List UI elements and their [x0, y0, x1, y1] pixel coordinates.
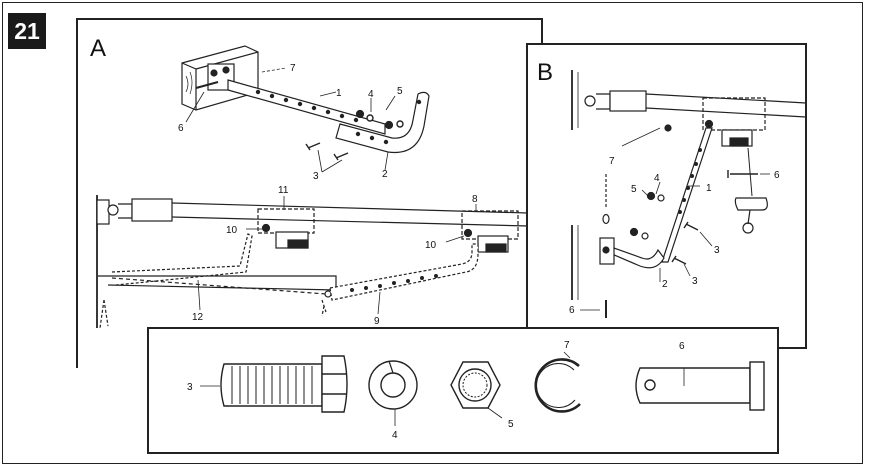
callout-b-3-lower: 3	[692, 276, 698, 287]
release-handle	[734, 197, 768, 211]
straight-arm-b	[661, 127, 713, 263]
callout-a-11: 11	[278, 185, 289, 196]
panel-a: A	[76, 18, 543, 368]
curved-door-arm	[335, 91, 430, 154]
panel-a-arm-detail	[181, 45, 430, 173]
straight-door-arm	[227, 79, 386, 135]
callout-a-8: 8	[472, 194, 478, 205]
callout-b-7: 7	[609, 156, 615, 167]
callout-a-6: 6	[178, 123, 184, 134]
callout-a-9: 9	[374, 316, 380, 327]
panel-b-callouts: 1 2 3 3 4 5 6 6 7	[569, 156, 780, 316]
callout-a-10-right: 10	[425, 240, 437, 251]
callout-part-6: 6	[679, 341, 685, 352]
clevis-pin	[635, 361, 765, 411]
callout-a-7: 7	[290, 63, 296, 74]
panel-b-frame	[526, 43, 807, 349]
panel-a-letter: A	[90, 35, 106, 62]
callout-a-4: 4	[368, 89, 374, 100]
panel-b-letter: B	[537, 59, 553, 86]
callout-b-6-upper: 6	[774, 170, 780, 181]
callout-b-6-lower: 6	[569, 305, 575, 316]
spring-housing	[131, 198, 173, 222]
callout-part-4: 4	[392, 430, 398, 441]
door-top-panel	[98, 275, 337, 291]
callout-part-5: 5	[508, 419, 514, 430]
callout-a-12: 12	[192, 312, 204, 323]
hex-bolt	[200, 355, 348, 413]
arm-12	[111, 233, 253, 286]
ring-fastener	[534, 351, 581, 413]
panel-b: B	[526, 43, 807, 349]
callout-a-3: 3	[313, 171, 319, 182]
panel-a-rail-assembly	[96, 195, 529, 329]
callout-a-10-left: 10	[226, 225, 238, 236]
callout-b-5: 5	[631, 184, 637, 195]
callout-a-2: 2	[382, 169, 388, 180]
hex-nut	[450, 361, 503, 419]
spring-housing-b	[609, 90, 647, 112]
step-number-badge: 21	[8, 13, 46, 49]
callout-b-4: 4	[654, 173, 660, 184]
callout-part-7: 7	[564, 340, 570, 351]
panel-a-callouts: 1 2 3 4 5 6 7 8 9 10 10 11 12	[178, 63, 478, 327]
panel-b-assembly	[571, 70, 807, 318]
callout-b-1: 1	[706, 183, 712, 194]
callout-a-5: 5	[397, 86, 403, 97]
rail-b	[645, 93, 807, 118]
callout-b-3-upper: 3	[714, 245, 720, 256]
trolley-b	[702, 97, 766, 131]
callout-a-1: 1	[336, 88, 342, 99]
arm-9	[329, 243, 479, 301]
parts-callouts: 3 4 5 7 6	[187, 340, 685, 441]
callout-part-3: 3	[187, 382, 193, 393]
outer-frame	[2, 2, 863, 464]
lock-washer	[368, 360, 418, 426]
parts-strip: 3 4 5 7 6	[147, 327, 779, 454]
callout-b-2: 2	[662, 279, 668, 290]
